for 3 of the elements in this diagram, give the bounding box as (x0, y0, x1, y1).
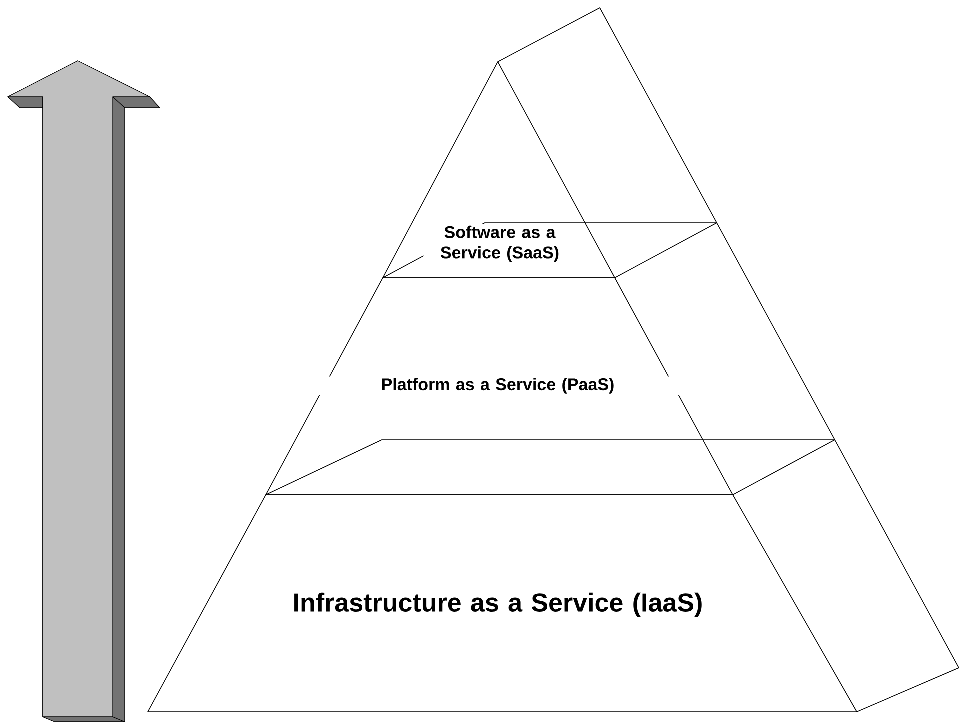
pyramid-layer: Software as a Service (SaaS) (382, 62, 616, 278)
pyramid-layer: Infrastructure as a Service (IaaS) (148, 494, 858, 712)
pyramid-layer: Platform as a Service (PaaS) (266, 278, 734, 496)
